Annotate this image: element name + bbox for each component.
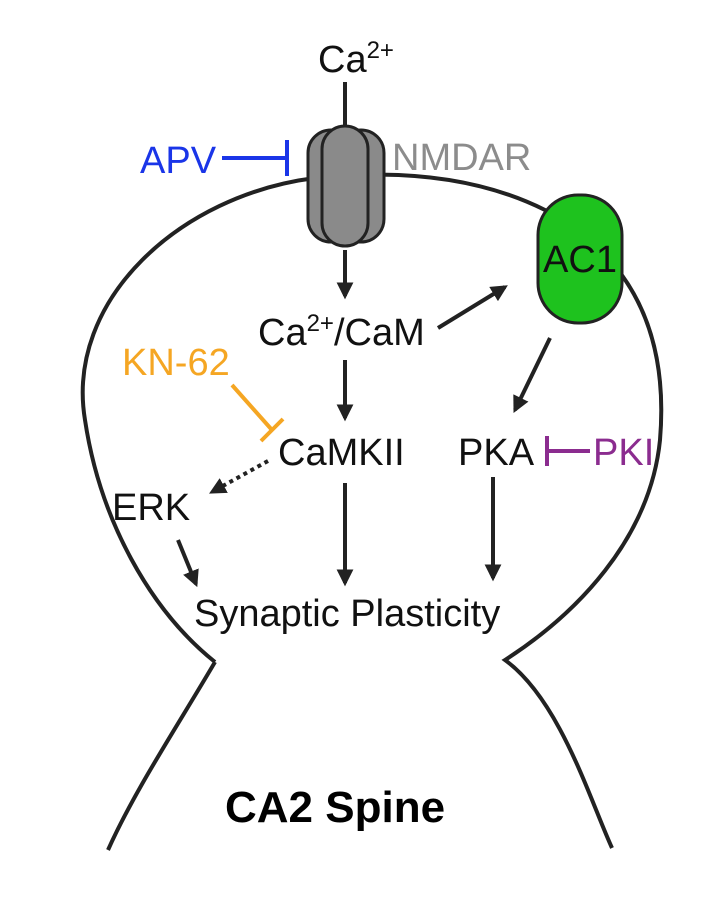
spine-title: CA2 Spine [225, 783, 445, 832]
pka-label: PKA [458, 432, 535, 474]
cacam-label: Ca2+/CaM [258, 310, 425, 354]
nmdar-channel [306, 124, 386, 248]
ac1-label: AC1 [543, 239, 617, 281]
apv-label: APV [140, 140, 217, 182]
arrow-camkii-erk [209, 459, 269, 494]
nmdar-label: NMDAR [392, 137, 531, 179]
arrow-cacam-ac1 [436, 285, 508, 330]
erk-label: ERK [112, 487, 190, 529]
ac1-box [536, 193, 624, 325]
kn62-inhibit-bar [259, 417, 285, 443]
synaptic-plasticity-label: Synaptic Plasticity [194, 593, 500, 635]
kn62-label: KN-62 [122, 342, 230, 384]
arrow-ac1-pka [513, 337, 552, 414]
arrow-erk-plasticity [176, 539, 199, 588]
pki-label: PKI [593, 432, 654, 474]
ca-label: Ca2+ [318, 37, 394, 81]
spine-neck-left [106, 660, 217, 851]
camkii-label: CaMKII [278, 432, 405, 474]
kn62-inhibit-line [230, 383, 274, 432]
spine-membrane [80, 172, 664, 849]
